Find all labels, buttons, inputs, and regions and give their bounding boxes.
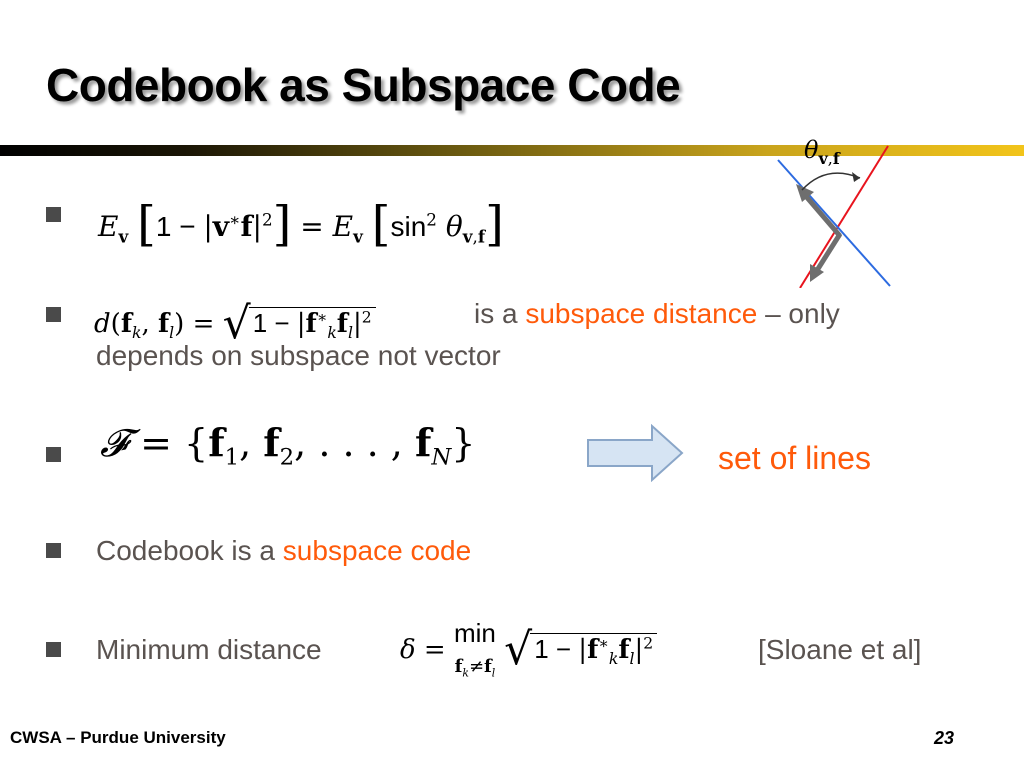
vector-arrow-down bbox=[813, 232, 843, 274]
bullet-marker bbox=[46, 307, 61, 322]
codebook-statement: Codebook is a subspace code bbox=[96, 535, 472, 566]
minimum-distance-formula: δ = min fk≠fl √1 − |f∗kfl|2 bbox=[400, 618, 658, 680]
distance-description: is a subspace distance – only bbox=[474, 298, 840, 329]
distance-description-line2: depends on subspace not vector bbox=[96, 340, 501, 371]
expectation-formula: Ev [1 − |v∗f|2] = Ev [sin2 θv,f] bbox=[98, 196, 504, 252]
citation: [Sloane et al] bbox=[758, 634, 922, 665]
minimum-distance-label: Minimum distance bbox=[96, 634, 322, 665]
blue-subspace-line bbox=[777, 159, 891, 287]
subspace-distance-formula: d(fk, fl) = √1 − |f∗kfl|2 bbox=[94, 292, 376, 349]
footer-affiliation: CWSA – Purdue University bbox=[10, 728, 226, 747]
angle-arc-head bbox=[852, 172, 860, 182]
highlight-subspace-distance: subspace distance bbox=[525, 298, 758, 329]
right-arrow-icon bbox=[587, 424, 684, 482]
red-subspace-line bbox=[799, 145, 889, 288]
vector-arrowhead-down bbox=[810, 264, 824, 282]
bullet-marker bbox=[46, 642, 61, 657]
highlight-subspace-code: subspace code bbox=[282, 535, 472, 566]
vector-arrowhead-up bbox=[796, 184, 814, 202]
bullet-marker bbox=[46, 447, 61, 462]
angle-label: θv,f bbox=[804, 136, 841, 168]
codebook-set-formula: 𝓕 = {f1, f2, . . . , fN} bbox=[100, 420, 476, 471]
slide-title: Codebook as Subspace Code bbox=[46, 59, 681, 111]
angle-diagram: θv,f bbox=[777, 136, 891, 288]
set-of-lines-label: set of lines bbox=[718, 440, 871, 476]
title-rule bbox=[0, 145, 1024, 156]
vector-arrow-up bbox=[802, 192, 842, 238]
page-number: 23 bbox=[934, 728, 955, 748]
bullet-marker bbox=[46, 207, 61, 222]
bullet-marker bbox=[46, 543, 61, 558]
angle-arc bbox=[801, 172, 861, 191]
